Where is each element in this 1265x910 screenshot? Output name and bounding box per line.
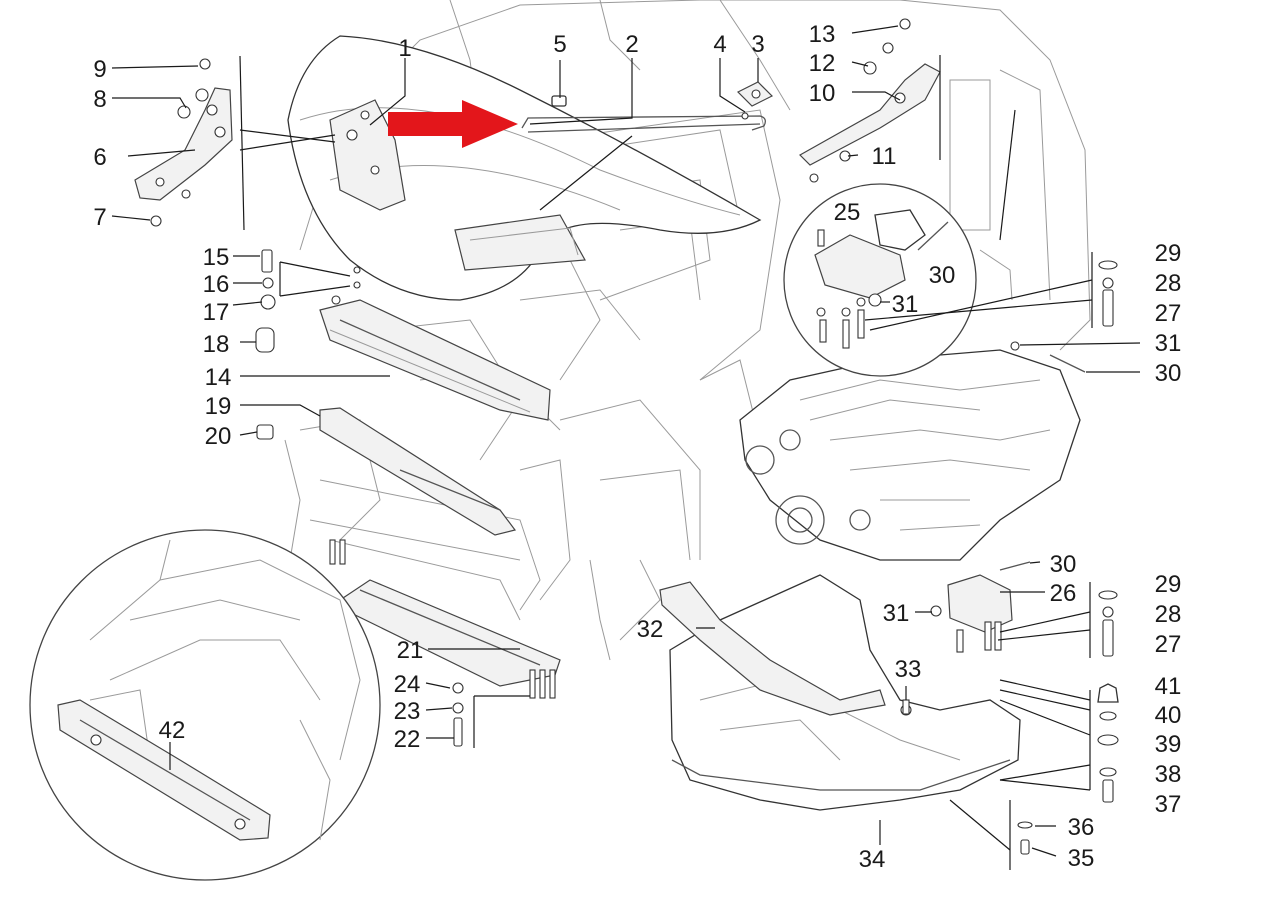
callout-labels: 1 2 3 4 5 6 7 8 9 10 11 12 13 14 15 16 1… bbox=[93, 21, 1181, 873]
callout-3: 3 bbox=[751, 31, 764, 58]
callout-7: 7 bbox=[93, 204, 106, 231]
callout-19: 19 bbox=[205, 393, 232, 420]
callout-5: 5 bbox=[553, 31, 566, 58]
hood-prop-rod bbox=[521, 115, 766, 133]
right-hood-hinge bbox=[799, 18, 941, 183]
callout-25: 25 bbox=[834, 199, 861, 226]
callout-2: 2 bbox=[625, 31, 638, 58]
callout-22: 22 bbox=[394, 726, 421, 753]
callout-14: 14 bbox=[205, 364, 232, 391]
callout-15: 15 bbox=[203, 244, 230, 271]
callout-29-upper: 29 bbox=[1155, 240, 1182, 267]
callout-28-lower: 28 bbox=[1155, 601, 1182, 628]
shield-fasteners bbox=[1017, 683, 1119, 855]
leader-lines bbox=[111, 25, 1141, 870]
callout-10: 10 bbox=[809, 80, 836, 107]
callout-17: 17 bbox=[203, 299, 230, 326]
right-lower-fasteners bbox=[1098, 590, 1118, 657]
callout-31-engine: 31 bbox=[1155, 330, 1182, 357]
callout-27-upper: 27 bbox=[1155, 300, 1182, 327]
hood-hinge-bracket bbox=[329, 99, 406, 211]
callout-26: 26 bbox=[1050, 580, 1077, 607]
support-fasteners bbox=[329, 539, 556, 747]
right-upper-fasteners bbox=[1098, 260, 1118, 327]
callout-1: 1 bbox=[398, 35, 411, 62]
callout-35: 35 bbox=[1068, 845, 1095, 872]
left-fasteners bbox=[255, 249, 361, 440]
callout-27-lower: 27 bbox=[1155, 631, 1182, 658]
callout-9: 9 bbox=[93, 56, 106, 83]
prop-rod-clips bbox=[551, 81, 774, 120]
callout-4: 4 bbox=[713, 31, 726, 58]
callout-18: 18 bbox=[203, 331, 230, 358]
callout-12: 12 bbox=[809, 50, 836, 77]
callout-20: 20 bbox=[205, 423, 232, 450]
callout-33: 33 bbox=[895, 656, 922, 683]
lower-engine-mount bbox=[930, 561, 1031, 653]
callout-41: 41 bbox=[1155, 673, 1182, 700]
callout-36: 36 bbox=[1068, 814, 1095, 841]
callout-31-mount: 31 bbox=[892, 291, 919, 318]
callout-6: 6 bbox=[93, 144, 106, 171]
callout-38: 38 bbox=[1155, 761, 1182, 788]
red-pointer-arrow bbox=[388, 100, 518, 148]
lower-crossmember bbox=[319, 407, 517, 536]
engine-assembly bbox=[739, 341, 1086, 561]
callout-16: 16 bbox=[203, 271, 230, 298]
crossmember-detail-circle bbox=[29, 529, 381, 881]
callout-37: 37 bbox=[1155, 791, 1182, 818]
callout-30-mount: 30 bbox=[929, 262, 956, 289]
upper-crossmember bbox=[319, 299, 551, 421]
callout-23: 23 bbox=[394, 698, 421, 725]
callout-34: 34 bbox=[859, 846, 886, 873]
callout-13: 13 bbox=[809, 21, 836, 48]
callout-11: 11 bbox=[872, 143, 897, 170]
callout-28-upper: 28 bbox=[1155, 270, 1182, 297]
callout-32: 32 bbox=[637, 616, 664, 643]
callout-29-lower: 29 bbox=[1155, 571, 1182, 598]
callout-30-lower: 30 bbox=[1050, 551, 1077, 578]
callout-30-engine: 30 bbox=[1155, 360, 1182, 387]
callout-21: 21 bbox=[397, 637, 424, 664]
callout-24: 24 bbox=[394, 671, 421, 698]
underbody-shield bbox=[659, 574, 1021, 811]
left-hood-hinge bbox=[134, 58, 233, 227]
engine-mount-detail-circle bbox=[783, 183, 977, 377]
callout-8: 8 bbox=[93, 86, 106, 113]
callout-40: 40 bbox=[1155, 702, 1182, 729]
callout-31-lower: 31 bbox=[883, 600, 910, 627]
callout-39: 39 bbox=[1155, 731, 1182, 758]
callout-42: 42 bbox=[159, 717, 186, 744]
